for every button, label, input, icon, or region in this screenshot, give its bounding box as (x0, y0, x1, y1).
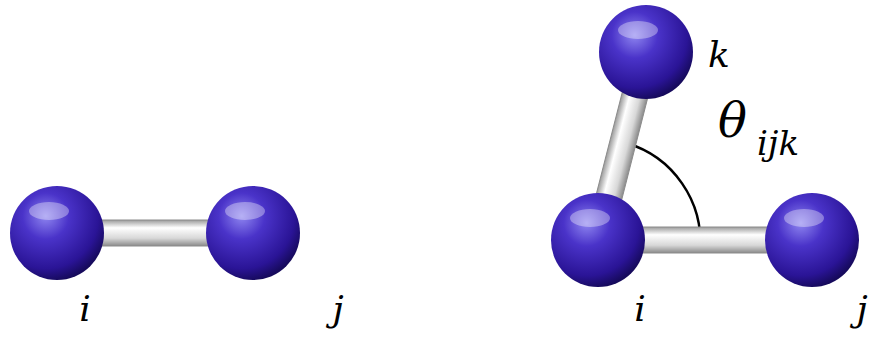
angle-subscript: ijk (757, 126, 799, 160)
atom (598, 4, 694, 100)
atom-label: i (634, 291, 646, 327)
bond (91, 220, 219, 246)
angle-symbol: θ (718, 96, 747, 144)
atom-label: j (856, 291, 867, 327)
atom (550, 192, 646, 288)
atom-sphere (9, 185, 105, 281)
atom-sphere (598, 4, 694, 100)
atom-sphere (205, 185, 301, 281)
bond (632, 227, 778, 253)
atom-label: i (79, 291, 91, 327)
bond (594, 82, 650, 211)
atom (9, 185, 105, 281)
atom-label: j (332, 291, 343, 327)
atom-sphere (550, 192, 646, 288)
atom-sphere (764, 192, 860, 288)
atom (764, 192, 860, 288)
atom-label: k (708, 37, 730, 73)
atom (205, 185, 301, 281)
